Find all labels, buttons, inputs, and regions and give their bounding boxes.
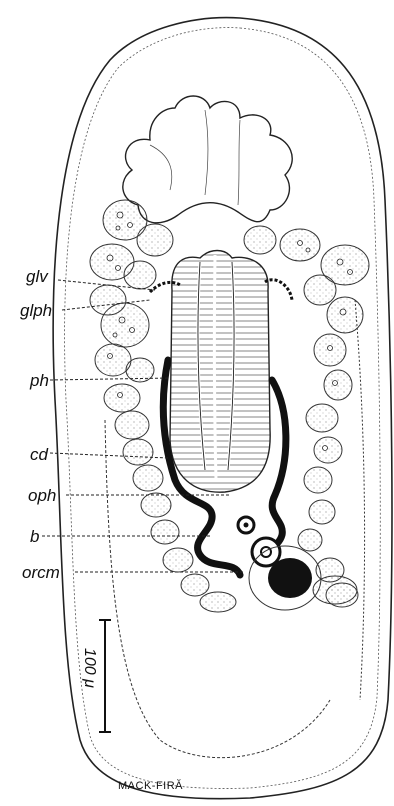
oesophagus-dot — [244, 523, 249, 528]
scale-bar-label: 100 μ — [80, 648, 98, 688]
bulb-ring — [252, 538, 280, 566]
label-ph: ph — [30, 372, 49, 389]
label-cd: cd — [30, 446, 48, 463]
illustrator-credit: MACK-FIRĂ — [118, 780, 183, 792]
label-glph: glph — [20, 302, 52, 319]
scale-bar — [99, 620, 111, 732]
label-b: b — [30, 528, 39, 545]
label-orcm: orcm — [22, 564, 60, 581]
orcm-capsule — [313, 576, 357, 604]
inner-sheath-right — [355, 300, 365, 700]
pharynx — [170, 251, 270, 493]
bulb-body — [268, 558, 312, 598]
label-glv: glv — [26, 268, 48, 285]
label-oph: oph — [28, 487, 56, 504]
gland-vesicle-right — [265, 280, 292, 300]
